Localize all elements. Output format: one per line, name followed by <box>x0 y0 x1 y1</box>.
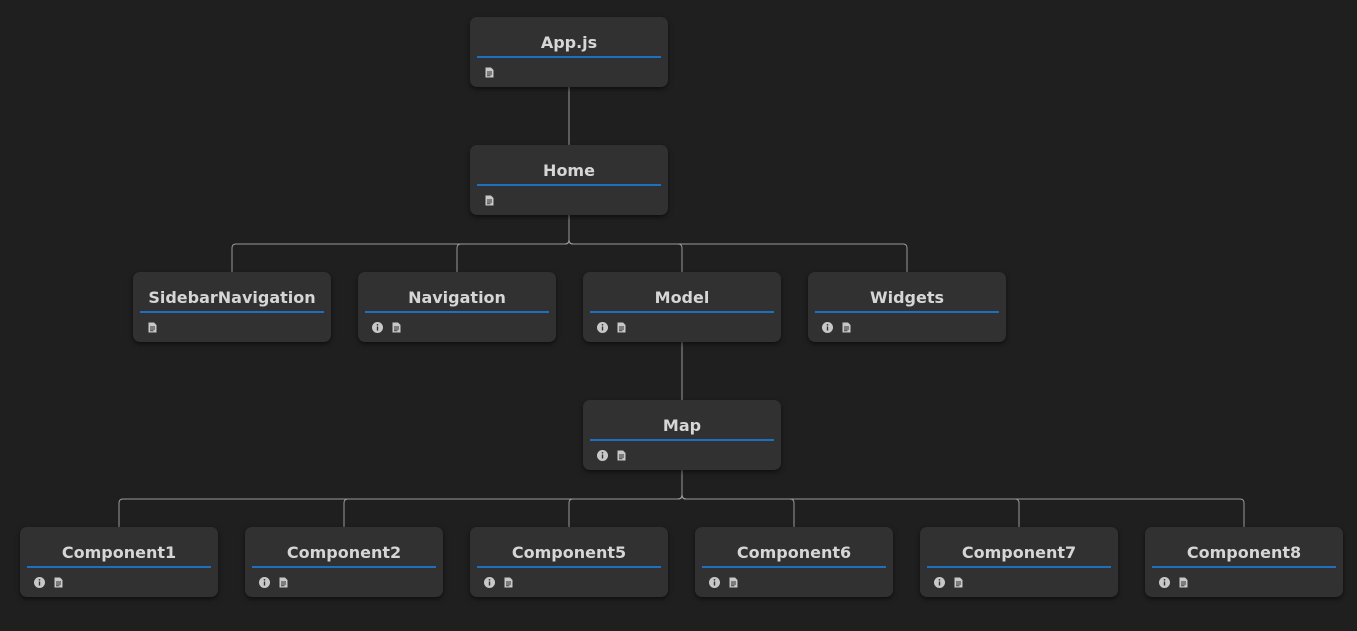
node-title: SidebarNavigation <box>140 286 324 313</box>
info-icon[interactable] <box>258 576 271 589</box>
node-icon-row <box>933 575 965 589</box>
node-title: Home <box>477 159 661 186</box>
node-icon-row <box>708 575 740 589</box>
node-icon-row <box>33 575 65 589</box>
node-sidebar[interactable]: SidebarNavigation <box>133 272 331 342</box>
file-icon[interactable] <box>615 321 628 334</box>
node-app[interactable]: App.js <box>470 17 668 87</box>
info-icon[interactable] <box>933 576 946 589</box>
node-widgets[interactable]: Widgets <box>808 272 1006 342</box>
node-component7[interactable]: Component7 <box>920 527 1118 597</box>
node-title: Component1 <box>27 541 211 568</box>
node-icon-row <box>146 320 159 334</box>
node-title: Map <box>590 414 774 441</box>
file-icon[interactable] <box>52 576 65 589</box>
info-icon[interactable] <box>596 321 609 334</box>
node-icon-row <box>596 448 628 462</box>
info-icon[interactable] <box>33 576 46 589</box>
node-title: Component2 <box>252 541 436 568</box>
file-icon[interactable] <box>146 321 159 334</box>
node-component8[interactable]: Component8 <box>1145 527 1343 597</box>
edge-map-component5 <box>568 470 683 527</box>
file-icon[interactable] <box>390 321 403 334</box>
file-icon[interactable] <box>277 576 290 589</box>
info-icon[interactable] <box>821 321 834 334</box>
edge-home-navigation <box>456 215 570 272</box>
node-icon-row <box>821 320 853 334</box>
info-icon[interactable] <box>708 576 721 589</box>
node-title: Component5 <box>477 541 661 568</box>
node-icon-row <box>258 575 290 589</box>
file-icon[interactable] <box>727 576 740 589</box>
node-icon-row <box>371 320 403 334</box>
info-icon[interactable] <box>371 321 384 334</box>
node-navigation[interactable]: Navigation <box>358 272 556 342</box>
node-title: Component6 <box>702 541 886 568</box>
node-icon-row <box>483 193 496 207</box>
node-icon-row <box>596 320 628 334</box>
node-title: Navigation <box>365 286 549 313</box>
node-title: Widgets <box>815 286 999 313</box>
node-title: Model <box>590 286 774 313</box>
node-model[interactable]: Model <box>583 272 781 342</box>
node-home[interactable]: Home <box>470 145 668 215</box>
edge-map-component8 <box>681 470 1245 527</box>
node-icon-row <box>483 65 496 79</box>
node-component6[interactable]: Component6 <box>695 527 893 597</box>
file-icon[interactable] <box>502 576 515 589</box>
node-component1[interactable]: Component1 <box>20 527 218 597</box>
node-map[interactable]: Map <box>583 400 781 470</box>
info-icon[interactable] <box>483 576 496 589</box>
file-icon[interactable] <box>840 321 853 334</box>
node-icon-row <box>483 575 515 589</box>
file-icon[interactable] <box>1177 576 1190 589</box>
node-icon-row <box>1158 575 1190 589</box>
info-icon[interactable] <box>1158 576 1171 589</box>
node-title: Component7 <box>927 541 1111 568</box>
edge-home-widgets <box>568 215 908 272</box>
info-icon[interactable] <box>596 449 609 462</box>
file-icon[interactable] <box>952 576 965 589</box>
node-component5[interactable]: Component5 <box>470 527 668 597</box>
file-icon[interactable] <box>483 194 496 207</box>
file-icon[interactable] <box>483 66 496 79</box>
node-title: Component8 <box>1152 541 1336 568</box>
file-icon[interactable] <box>615 449 628 462</box>
node-component2[interactable]: Component2 <box>245 527 443 597</box>
node-title: App.js <box>477 31 661 58</box>
